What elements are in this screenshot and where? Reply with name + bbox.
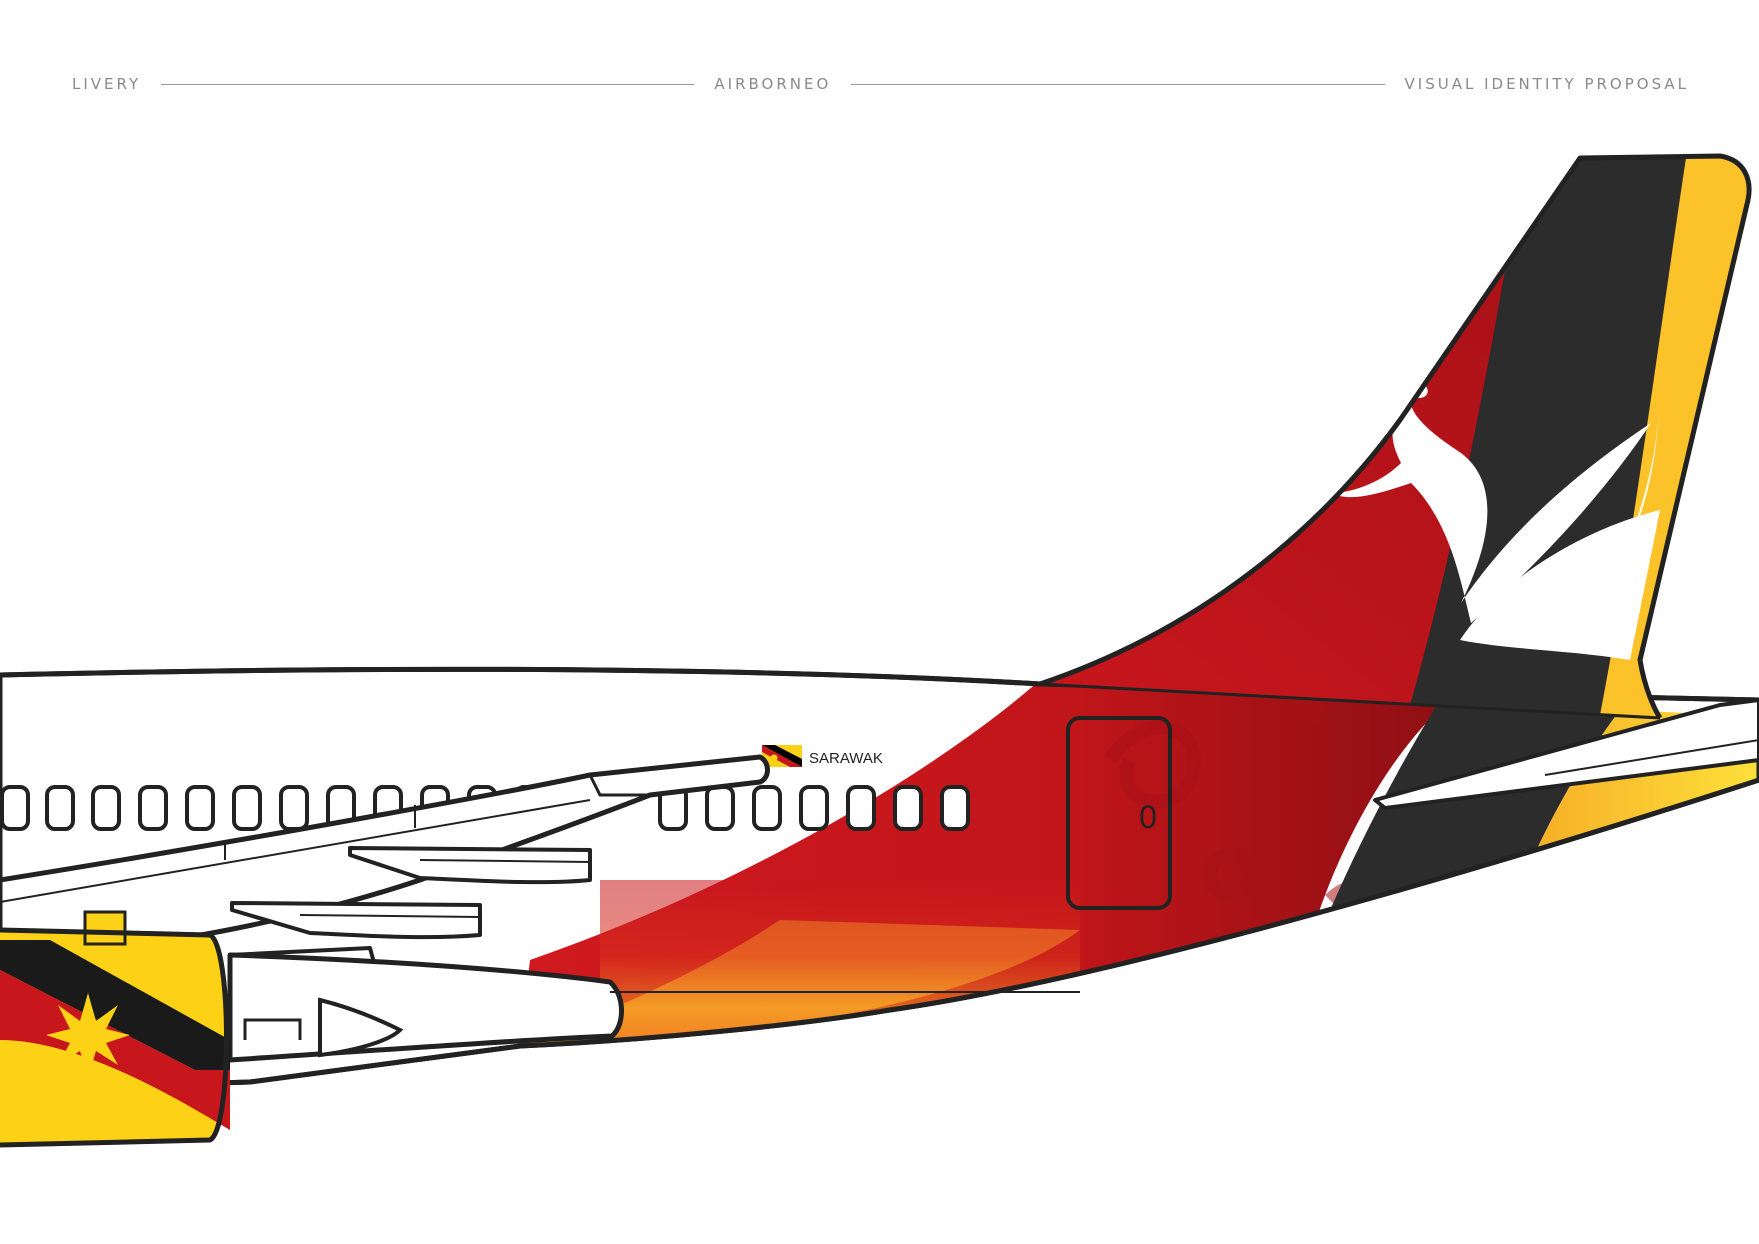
sarawak-flag-icon (762, 745, 802, 767)
flap-fairing-1 (348, 846, 592, 885)
header-right-label: VISUAL IDENTITY PROPOSAL (1404, 75, 1689, 93)
horizontal-stabilizer (1373, 698, 1759, 810)
header-left-label: LIVERY (72, 75, 142, 93)
header-bar: LIVERY AIRBORNEO VISUAL IDENTITY PROPOSA… (72, 74, 1689, 94)
flap-fairing-2 (230, 901, 482, 940)
fuselage-label: SARAWAK (809, 750, 883, 767)
rear-door (1066, 716, 1172, 910)
header-divider-right (851, 83, 1385, 85)
sarawak-star-icon (46, 993, 130, 1077)
header-center-label: AIRBORNEO (714, 75, 832, 93)
engine-nacelle (0, 910, 230, 1148)
header-divider-left (161, 83, 695, 85)
door-number: 0 (1139, 799, 1157, 835)
hornbill-logo-icon (1331, 376, 1660, 660)
